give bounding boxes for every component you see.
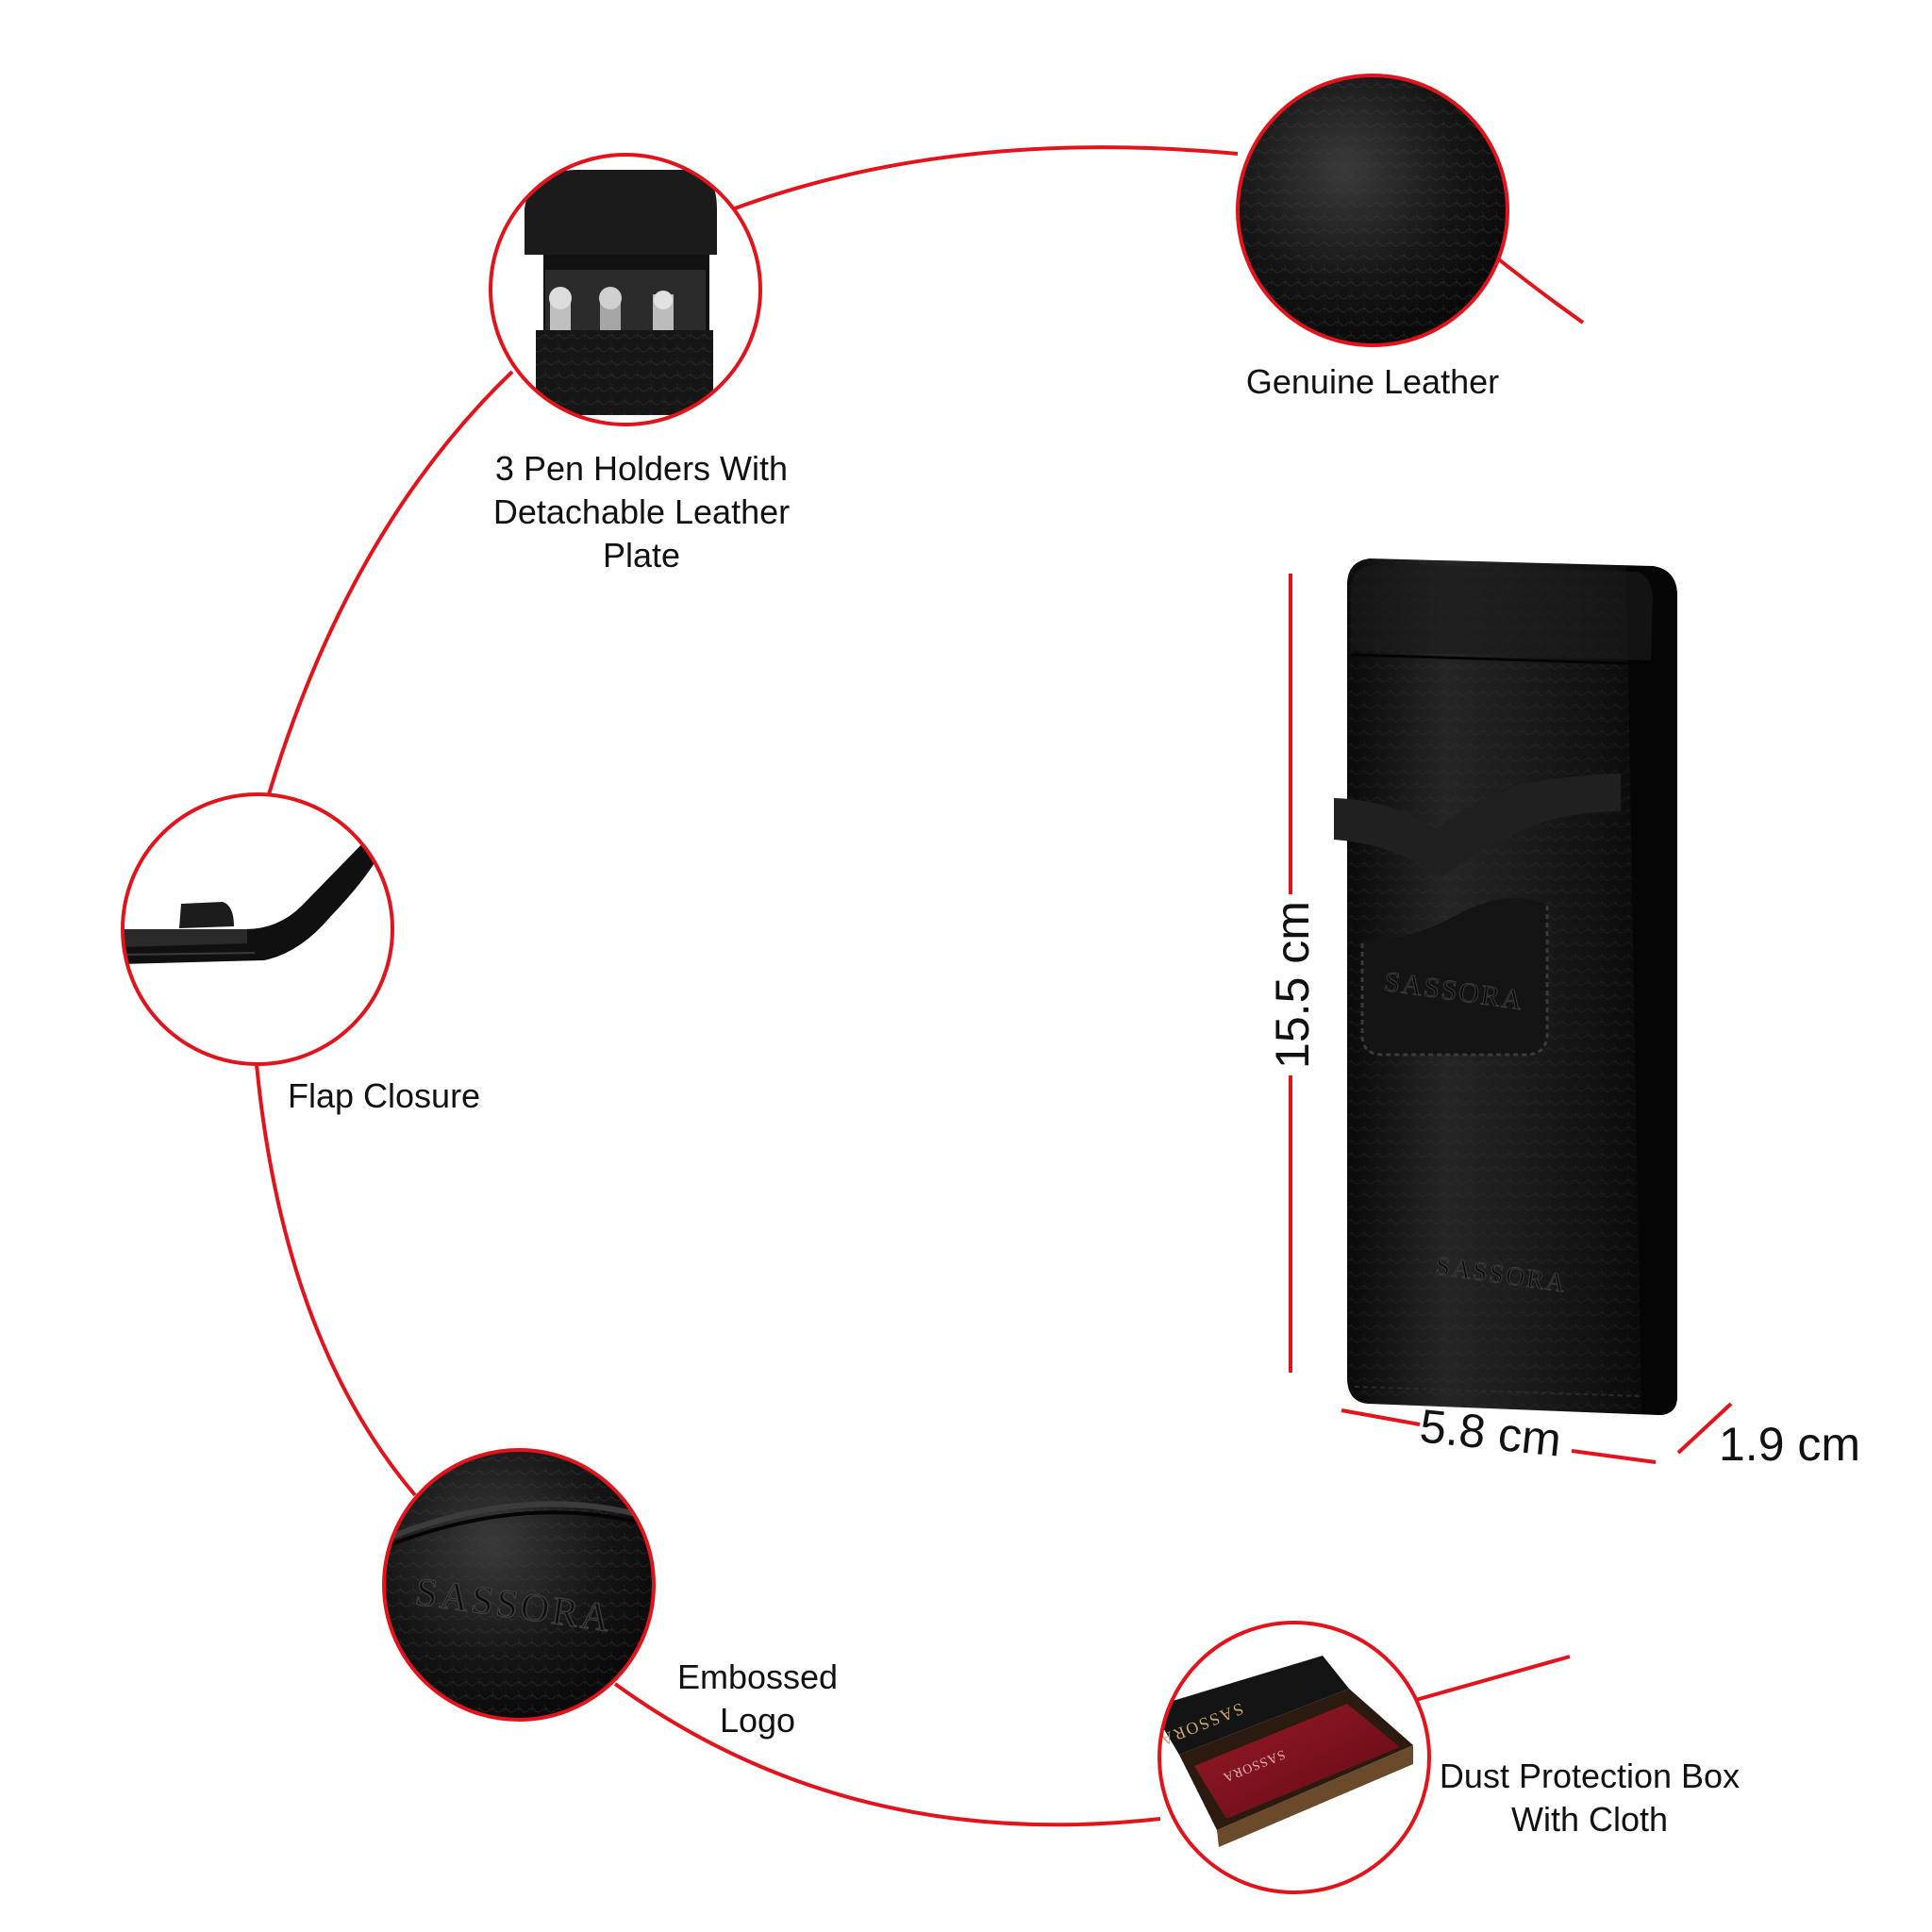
connector-arc [255,145,1585,1827]
dust-box-line-1: Dust Protection Box [1439,1757,1740,1795]
genuine-leather-label: Genuine Leather [1231,360,1514,404]
flap-closure-text: Flap Closure [288,1076,481,1115]
flap-closure-label: Flap Closure [288,1074,514,1118]
pen-holders-line-2: Detachable Leather [492,492,791,531]
arc-segment-top [731,145,1239,211]
dust-box-label: Dust Protection Box With Cloth [1415,1755,1764,1841]
gift-box-icon [1158,1621,1431,1894]
flap-icon [121,792,394,1066]
embossed-logo-icon [382,1448,656,1722]
pen-holders-label: 3 Pen Holders With Detachable Leather Pl… [472,447,811,577]
depth-dimension-text: 1.9 cm [1719,1418,1861,1471]
dust-box-line-2: With Cloth [1510,1800,1669,1839]
pen-case-product: SASSORA SASSORA [1334,558,1677,1415]
pen-holders-line-1: 3 Pen Holders With [494,449,789,488]
pen-holders-bubble [489,153,762,426]
height-dimension-text: 15.5 cm [1266,901,1319,1069]
dimension-lines [1289,574,1733,1464]
width-line-left [1341,1408,1421,1426]
genuine-leather-bubble [1236,74,1509,347]
embossed-logo-bubble: SASSORA [382,1448,656,1722]
pen-holder-icon [489,153,762,426]
genuine-leather-text: Genuine Leather [1245,362,1500,401]
arc-segment-box-tail [1405,1655,1571,1705]
leather-texture-icon [1236,74,1509,347]
embossed-logo-line-2: Logo [719,1701,796,1740]
pen-holders-line-3: Plate [602,536,681,575]
embossed-logo-line-1: Embossed [676,1657,839,1696]
arc-segment-lower-left [255,1063,417,1497]
arc-segment-leather-tail [1489,251,1585,325]
arc-segment-bottom [613,1682,1161,1827]
flap-closure-bubble [121,792,394,1066]
dust-box-bubble: SASSORA SASSORA [1158,1621,1431,1894]
arc-segment-upper-left [267,370,514,795]
depth-line [1676,1402,1733,1455]
embossed-logo-label: Embossed Logo [658,1656,857,1742]
width-line-right [1571,1449,1657,1464]
